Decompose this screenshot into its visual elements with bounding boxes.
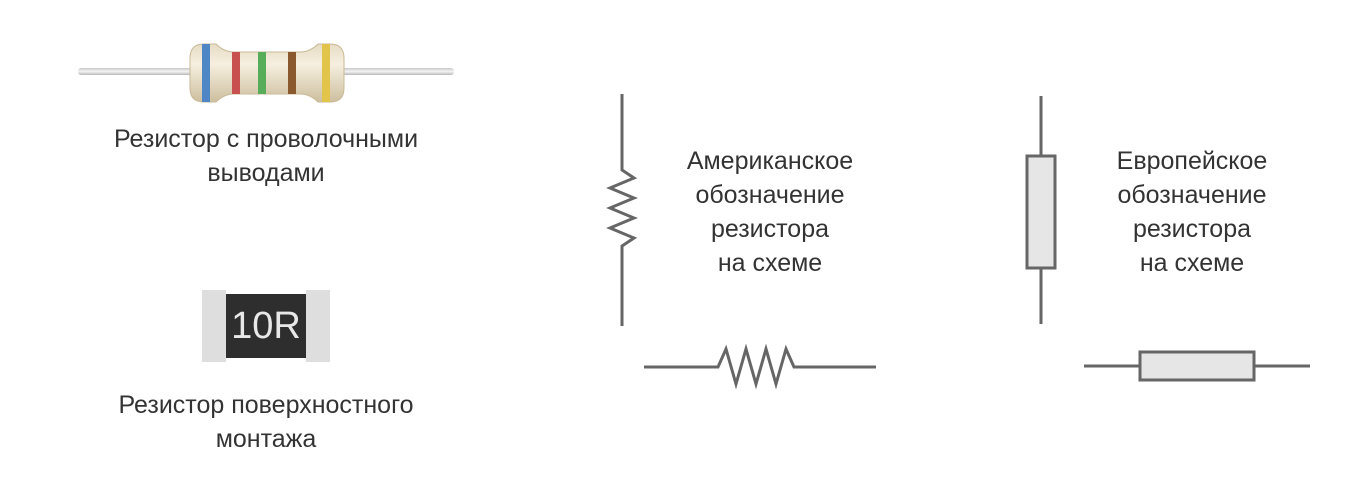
resistor-color-band	[258, 52, 266, 94]
caption-line: на схеме	[717, 249, 823, 277]
caption-line: обозначение	[1117, 181, 1267, 209]
european-resistor-symbol-vertical	[1025, 96, 1057, 324]
caption-line: резистора	[1132, 215, 1252, 243]
caption-line: Американское	[686, 147, 854, 175]
resistor-color-band	[288, 52, 296, 94]
smd-marking: 10R	[231, 305, 301, 347]
european-symbol-caption: Европейское обозначение резистора на схе…	[1082, 144, 1302, 280]
american-resistor-symbol-horizontal	[644, 343, 876, 390]
caption-line: Резистор поверхностного	[118, 391, 414, 419]
smd-resistor-caption: Резистор поверхностного монтажа	[80, 388, 452, 456]
caption-line: Европейское	[1116, 147, 1268, 175]
resistor-color-band	[322, 44, 330, 102]
caption-line: выводами	[207, 159, 325, 187]
resistor-color-band	[232, 52, 240, 94]
caption-line: на схеме	[1139, 249, 1245, 277]
caption-line: Резистор с проволочными	[113, 125, 419, 153]
american-symbol-caption: Американское обозначение резистора на сх…	[660, 144, 880, 280]
through-hole-resistor-illustration	[78, 43, 454, 103]
resistor-body	[189, 43, 345, 103]
smd-end-cap-right	[306, 290, 330, 362]
through-hole-resistor-caption: Резистор с проволочными выводами	[80, 122, 452, 190]
caption-line: резистора	[710, 215, 830, 243]
american-resistor-symbol-vertical	[606, 94, 638, 326]
resistor-color-band	[202, 44, 210, 102]
caption-line: монтажа	[215, 425, 317, 453]
smd-end-cap-left	[202, 290, 226, 362]
smd-resistor-illustration: 10R	[202, 290, 330, 362]
european-resistor-symbol-horizontal	[1084, 350, 1310, 382]
smd-resistor-body	[226, 294, 306, 358]
caption-line: обозначение	[695, 181, 845, 209]
